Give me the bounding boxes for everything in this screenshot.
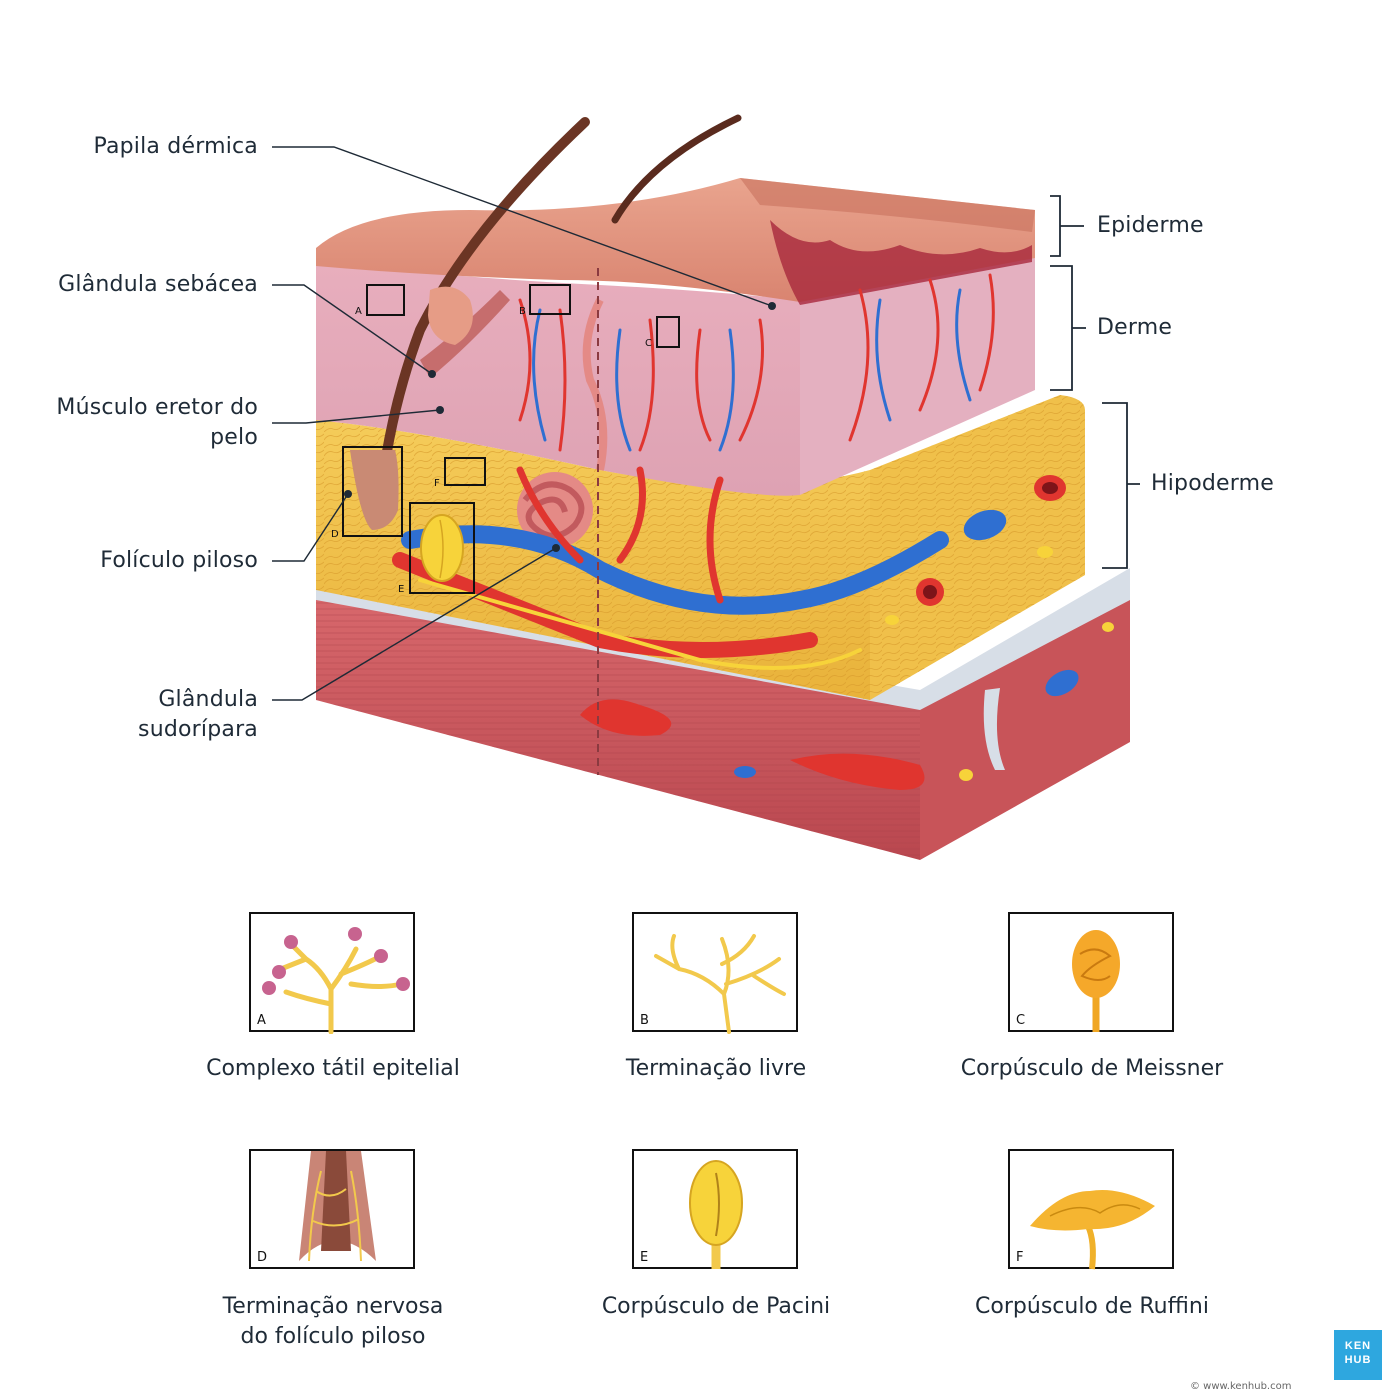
- receptor-box-B: B: [632, 912, 798, 1034]
- label-hipoderme: Hipoderme: [1151, 471, 1275, 496]
- copyright-text: © www.kenhub.com: [1190, 1381, 1292, 1392]
- cut-vessel-ends: [885, 475, 1114, 781]
- receptor-letter-D: D: [257, 1250, 268, 1265]
- inset-markers: [342, 284, 680, 594]
- muscle-vessels: [580, 699, 925, 790]
- inset-marker-A: [366, 284, 405, 316]
- inset-marker-F: [444, 457, 486, 486]
- hair-follicle-nerve-icon: [299, 1151, 376, 1262]
- inset-letter-F: F: [434, 478, 440, 489]
- label-epiderme: Epiderme: [1097, 213, 1204, 238]
- receptor-letter-C: C: [1016, 1013, 1026, 1028]
- receptor-letter-B: B: [640, 1013, 649, 1028]
- caption-complexo-tatil: Complexo tátil epitelial: [206, 1056, 460, 1081]
- label-foliculo-piloso: Folículo piloso: [100, 548, 258, 573]
- inset-E-pacini: [420, 514, 464, 582]
- label-musculo-eretor-line2: pelo: [210, 425, 258, 450]
- sweat-gland: [517, 298, 608, 548]
- hair-shaft-2: [611, 114, 742, 224]
- hair-follicle: [350, 450, 399, 530]
- caption-corpusculo-ruffini: Corpúsculo de Ruffini: [975, 1294, 1209, 1319]
- receptor-letter-F: F: [1016, 1250, 1024, 1265]
- inset-letter-D: D: [331, 529, 339, 540]
- free-nerve-ending-icon: [654, 934, 786, 1034]
- receptor-box-A: A: [249, 912, 415, 1034]
- inset-marker-C: [656, 316, 680, 348]
- receptor-box-D: D: [249, 1149, 415, 1269]
- kenhub-logo: KEN HUB: [1334, 1330, 1382, 1380]
- dermis-layer-side: [800, 255, 1035, 495]
- label-musculo-eretor-line1: Músculo eretor do: [56, 395, 258, 420]
- inset-marker-B: [529, 284, 571, 315]
- caption-terminacao-foliculo-line1: Terminação nervosa: [222, 1294, 444, 1319]
- receptor-box-F: F: [1008, 1149, 1174, 1270]
- inset-marker-D: [342, 446, 403, 537]
- caption-corpusculo-meissner: Corpúsculo de Meissner: [960, 1056, 1224, 1081]
- caption-terminacao-foliculo-line2: do folículo piloso: [240, 1324, 426, 1349]
- hair-shaft-1: [375, 117, 590, 505]
- dermal-papillae-ridge: [770, 220, 1032, 305]
- merkel-complex-icon: [262, 927, 410, 1034]
- leader-lines: [272, 146, 773, 701]
- receptor-letter-A: A: [257, 1013, 266, 1028]
- hypodermal-vessels: [392, 466, 949, 670]
- label-derme: Derme: [1097, 315, 1173, 340]
- inset-letter-C: C: [645, 338, 652, 349]
- ruffini-corpuscle-icon: [1030, 1190, 1155, 1270]
- meissner-corpuscle-icon: [1072, 930, 1120, 1032]
- layer-brackets: [1050, 195, 1140, 569]
- label-glandula-sudoripara-line1: Glândula: [158, 687, 258, 712]
- receptor-letter-E: E: [640, 1250, 649, 1265]
- dermal-blood-vessels: [518, 273, 995, 452]
- pacinian-corpuscle-icon: [689, 1160, 743, 1269]
- caption-corpusculo-pacini: Corpúsculo de Pacini: [601, 1294, 831, 1319]
- inset-letter-B: B: [519, 306, 526, 317]
- receptor-box-C: C: [1008, 912, 1174, 1032]
- inset-letter-E: E: [398, 584, 404, 595]
- label-glandula-sudoripara-line2: sudorípara: [138, 717, 258, 742]
- sebaceous-gland: [428, 286, 473, 345]
- inset-letter-A: A: [355, 306, 362, 317]
- muscle-layer-side: [920, 596, 1130, 860]
- inset-marker-E: [409, 502, 475, 594]
- label-glandula-sebacea: Glândula sebácea: [58, 272, 258, 297]
- caption-terminacao-livre: Terminação livre: [625, 1056, 807, 1081]
- receptor-box-E: E: [632, 1149, 798, 1269]
- label-papila-dermica: Papila dérmica: [93, 134, 258, 159]
